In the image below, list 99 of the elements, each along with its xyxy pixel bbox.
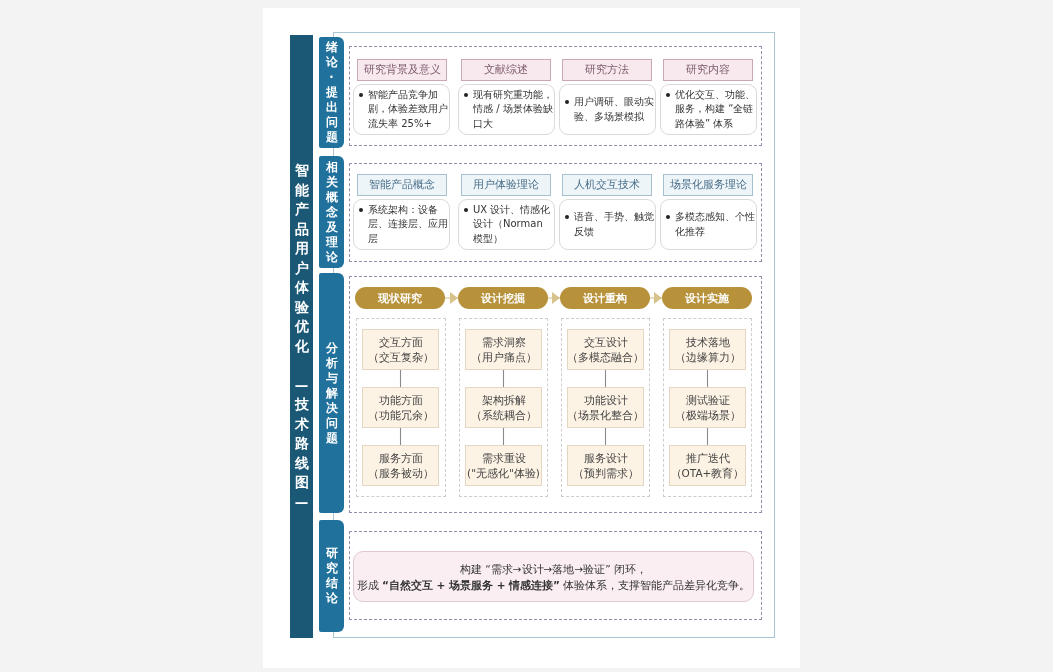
card-heading: 研究方法 <box>585 63 629 77</box>
content-card <box>559 84 656 135</box>
dashed-frame <box>349 276 762 513</box>
step-title: 需求洞察 <box>481 334 526 350</box>
content-card <box>660 84 757 135</box>
step-title: 功能方面 <box>378 392 423 408</box>
dashed-column <box>459 318 548 497</box>
card-heading: 场景化服务理论 <box>669 178 747 192</box>
conclusion-box <box>353 551 754 602</box>
card-text: 优化交互、功能、服务，构建 “全链路体验” 体系 <box>675 87 756 131</box>
step-detail: （服务被动） <box>367 465 434 481</box>
card-heading: 人机交互技术 <box>574 178 640 192</box>
step-title: 交互设计 <box>583 334 628 350</box>
step-detail: （极端场景） <box>674 407 741 423</box>
content-card <box>660 199 757 250</box>
step-box <box>669 329 746 370</box>
dashed-column <box>356 318 446 497</box>
dashed-frame <box>349 531 762 620</box>
phase-title: 设计挖掘 <box>481 291 525 305</box>
phase-title: 现状研究 <box>378 291 422 305</box>
heading-box <box>461 59 551 81</box>
flow-arrow <box>444 292 459 304</box>
step-box <box>567 387 644 428</box>
step-title: 功能设计 <box>583 392 628 408</box>
step-box <box>567 329 644 370</box>
card-heading: 研究内容 <box>686 63 730 77</box>
step-box <box>669 445 746 486</box>
heading-box <box>461 174 551 196</box>
section-title: 研究结论 <box>325 546 338 606</box>
dashed-frame <box>349 163 762 262</box>
heading-box <box>562 59 652 81</box>
section-tab <box>319 37 344 148</box>
step-box <box>567 445 644 486</box>
section-title: 相关概念及理论 <box>325 159 338 265</box>
step-detail: （多模态融合） <box>567 349 644 365</box>
dashed-column <box>561 318 650 497</box>
phase-pill <box>355 287 445 309</box>
section-title: 绪论·提出问题 <box>325 40 338 145</box>
section-tab <box>319 156 344 268</box>
step-detail: （边缘算力） <box>674 349 741 365</box>
card-text: 现有研究重功能，情感 / 场景体验缺口大 <box>473 87 554 131</box>
dashed-frame <box>349 46 762 146</box>
step-box <box>465 445 542 486</box>
heading-box <box>357 174 447 196</box>
flow-arrow <box>547 292 561 304</box>
content-card <box>559 199 656 250</box>
step-box <box>669 387 746 428</box>
card-text: 智能产品竞争加剧，体验差致用户流失率 25%+ <box>368 87 449 131</box>
step-detail: （OTA+教育） <box>670 465 745 481</box>
heading-box <box>663 59 753 81</box>
step-detail: （交互复杂） <box>367 349 434 365</box>
content-card <box>353 199 450 250</box>
card-heading: 文献综述 <box>484 63 528 77</box>
phase-pill <box>458 287 548 309</box>
card-text: UX 设计、情感化设计（Norman 模型） <box>473 202 552 246</box>
card-text: 多模态感知、个性化推荐 <box>675 210 756 239</box>
content-card <box>458 199 555 250</box>
step-box <box>362 387 439 428</box>
step-box <box>362 445 439 486</box>
card-text: 用户调研、眼动实验、多场景模拟 <box>574 95 655 124</box>
step-title: 需求重设 <box>481 450 526 466</box>
conclusion-text: 形成 “自然交互 + 场景服务 + 情感连接” 体验体系，支撑智能产品差异化竞争。 <box>356 577 751 593</box>
dashed-column <box>663 318 752 497</box>
content-card <box>353 84 450 135</box>
step-title: 技术落地 <box>685 334 730 350</box>
heading-box <box>663 174 753 196</box>
step-title: 推广迭代 <box>685 450 730 466</box>
step-title: 测试验证 <box>685 392 730 408</box>
card-heading: 研究背景及意义 <box>363 63 441 77</box>
step-detail: （用户痛点） <box>470 349 537 365</box>
step-detail: （预判需求） <box>572 465 639 481</box>
card-heading: 智能产品概念 <box>369 178 435 192</box>
step-box <box>465 329 542 370</box>
phase-pill <box>560 287 650 309</box>
step-box <box>362 329 439 370</box>
step-title: 服务设计 <box>583 450 628 466</box>
step-detail: （系统耦合） <box>470 407 537 423</box>
heading-box <box>357 59 447 81</box>
heading-box <box>562 174 652 196</box>
diagram-title: 智能产品用户体验优化 —技术路线图— <box>294 161 309 512</box>
step-title: 交互方面 <box>378 334 423 350</box>
section-tab <box>319 273 344 513</box>
section-title: 分析与解决问题 <box>325 340 338 446</box>
step-detail: （场景化整合） <box>567 407 644 423</box>
phase-pill <box>662 287 752 309</box>
step-detail: ("无感化"体验) <box>467 465 540 481</box>
phase-title: 设计重构 <box>583 291 627 305</box>
section-tab <box>319 520 344 632</box>
card-text: 系统架构：设备层、连接层、应用层 <box>368 202 449 246</box>
card-text: 语音、手势、触觉反馈 <box>574 210 655 239</box>
card-heading: 用户体验理论 <box>473 178 539 192</box>
step-title: 服务方面 <box>378 450 423 466</box>
flow-arrow <box>649 292 663 304</box>
conclusion-text: 构建 “需求→设计→落地→验证” 闭环， <box>460 561 647 577</box>
step-detail: （功能冗余） <box>367 407 434 423</box>
step-box <box>465 387 542 428</box>
content-card <box>458 84 555 135</box>
phase-title: 设计实施 <box>685 291 729 305</box>
step-title: 架构拆解 <box>481 392 526 408</box>
